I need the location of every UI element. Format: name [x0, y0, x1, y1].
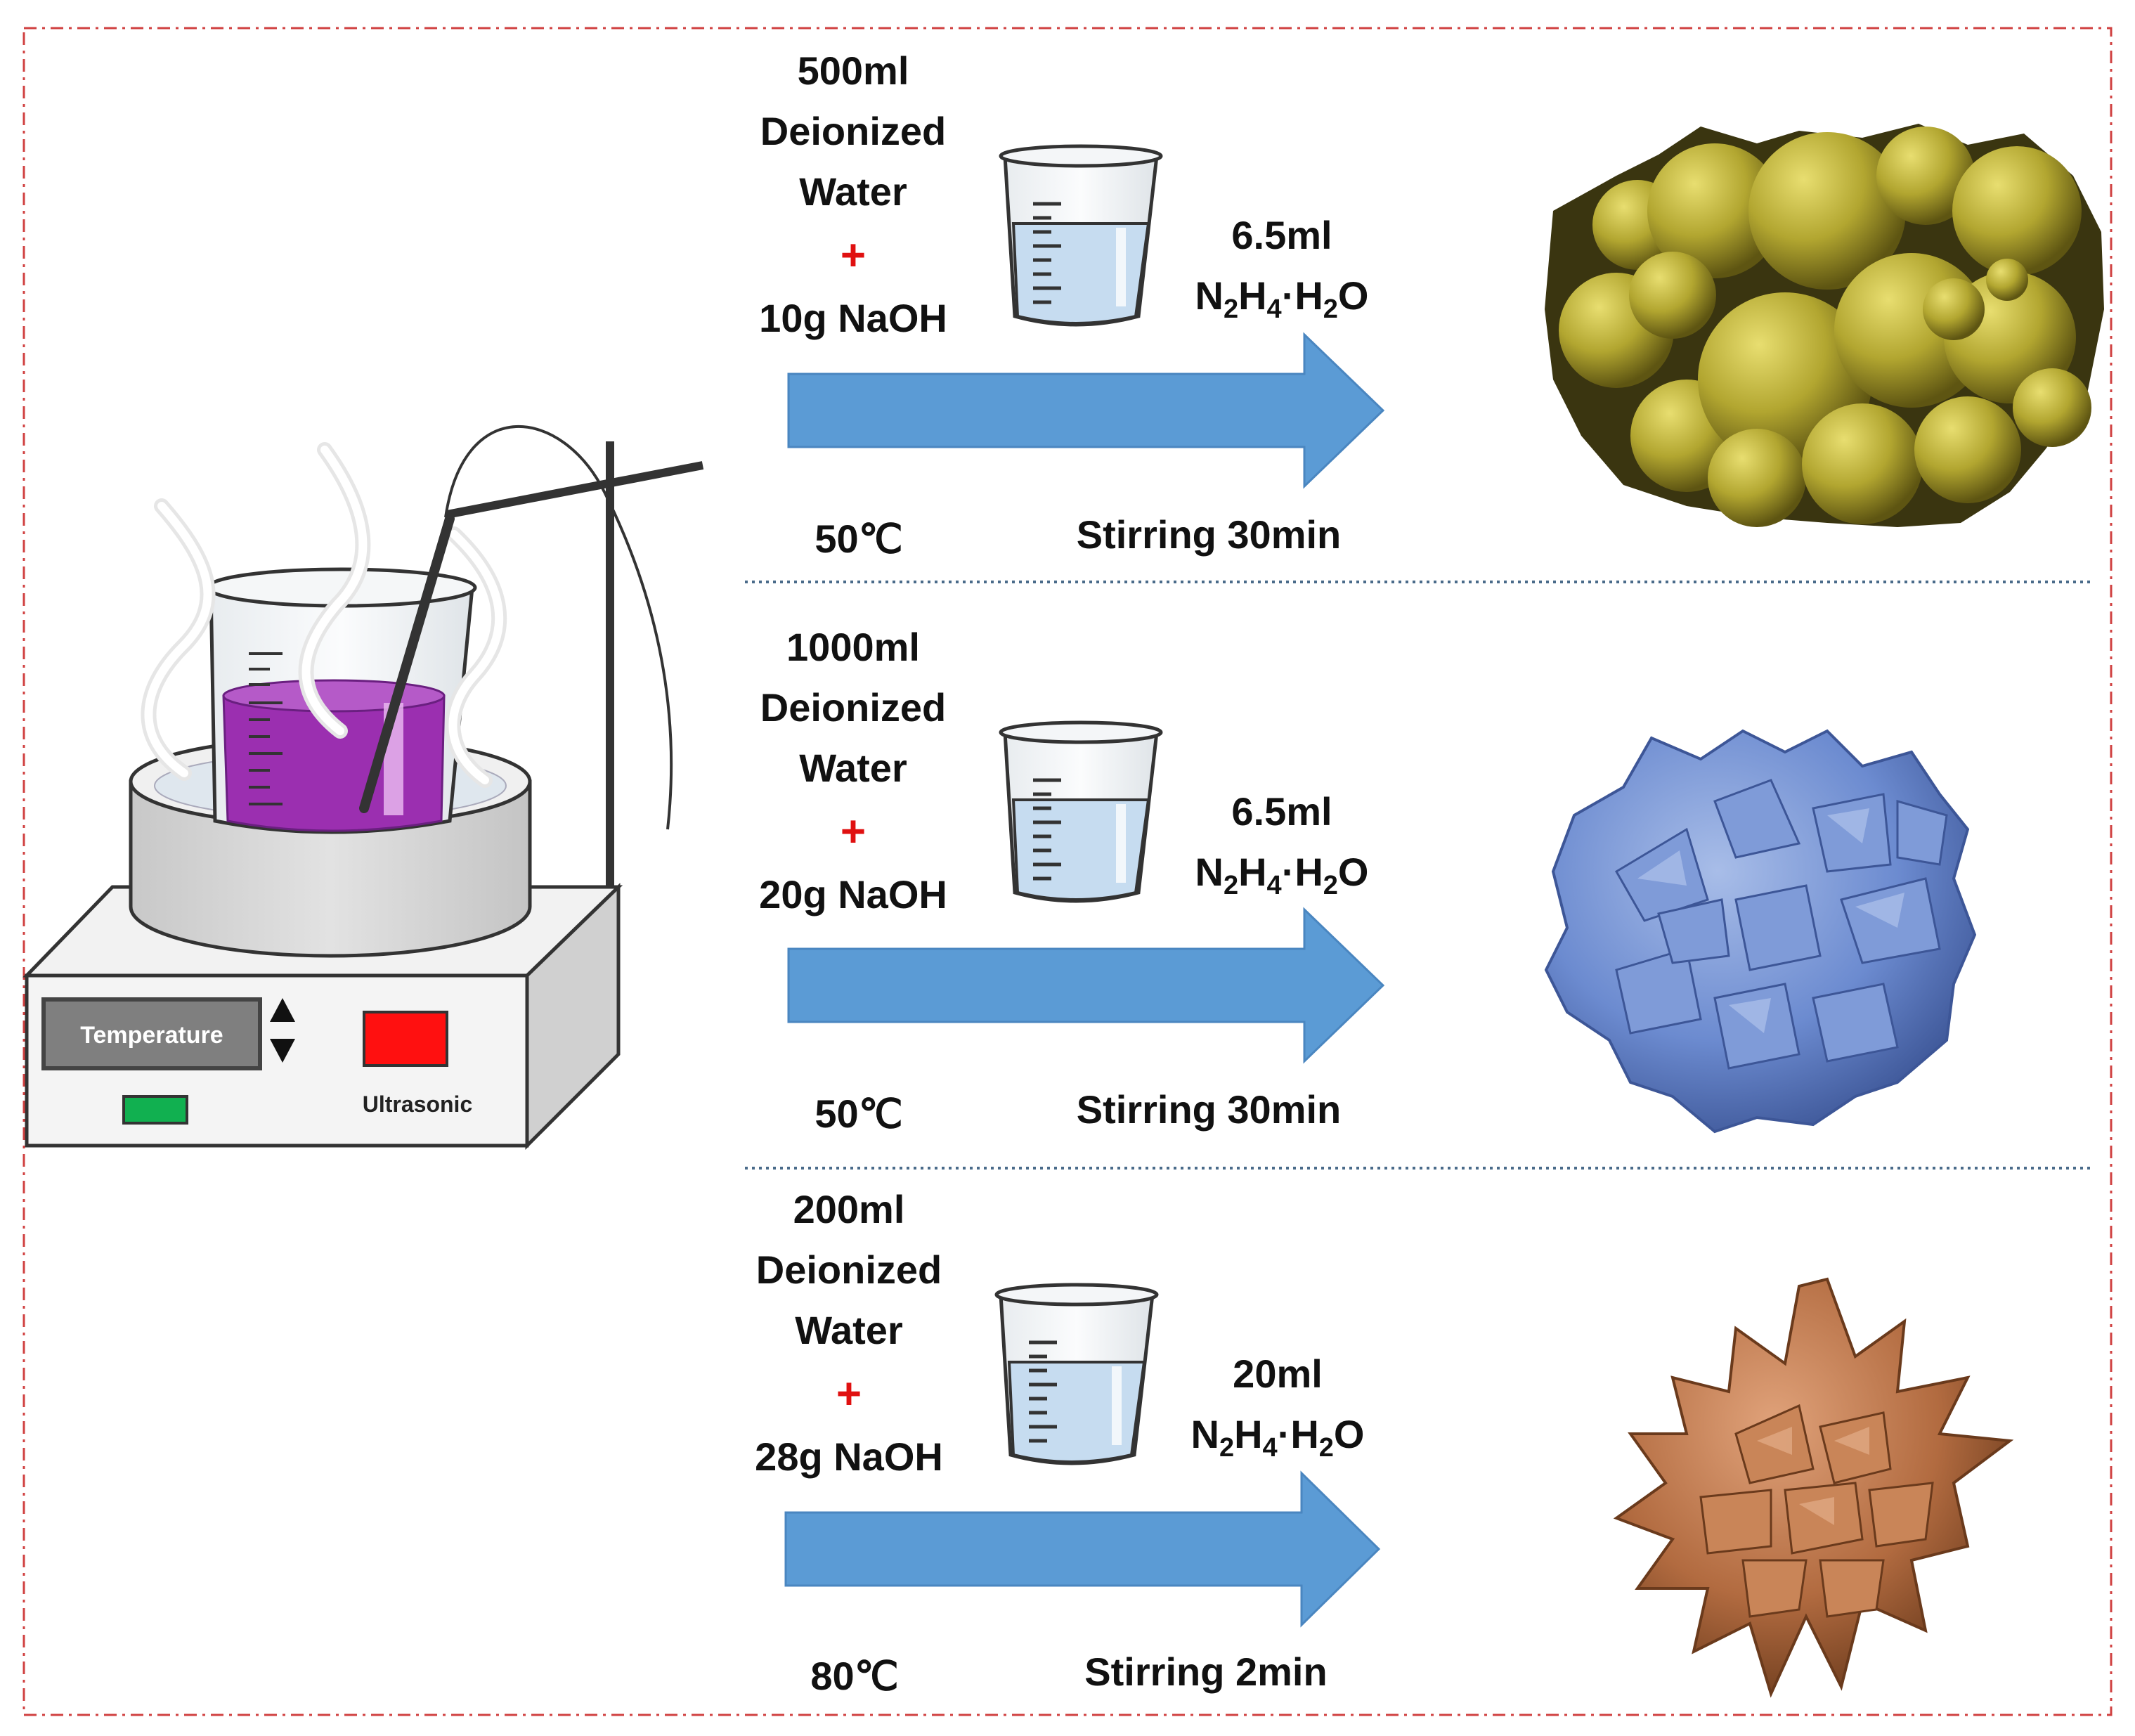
temperature-panel[interactable]: [41, 997, 262, 1070]
row-3: 200ml Deionized Water + 28g NaOH 20ml N2…: [755, 1187, 2014, 1698]
row2-plus-icon: +: [841, 808, 866, 856]
row3-stirring: Stirring 2min: [1084, 1650, 1327, 1694]
row2-beaker-icon: [999, 720, 1163, 903]
beaker-graduations: [249, 652, 283, 805]
row3-hydrazine-volume: 20ml: [1233, 1352, 1323, 1396]
row3-process-arrow: [784, 1470, 1381, 1628]
row1-beaker-icon: [999, 144, 1163, 327]
row2-temperature: 50℃: [815, 1092, 902, 1136]
stand-arm: [446, 461, 704, 519]
row2-naoh: 20g NaOH: [759, 872, 947, 916]
row2-water-line2: Water: [799, 746, 907, 790]
row1-naoh: 10g NaOH: [759, 296, 947, 340]
stirring-rod: [359, 514, 455, 813]
row3-plus-icon: +: [836, 1370, 862, 1418]
row2-water-volume: 1000ml: [786, 625, 920, 669]
row1-water-line1: Deionized: [760, 109, 946, 153]
temperature-down-icon[interactable]: [270, 1039, 295, 1063]
steam-wisps: [141, 442, 507, 788]
row1-temperature: 50℃: [815, 517, 902, 561]
ultrasonic-indicator-red[interactable]: [363, 1011, 448, 1067]
row2-hydrazine-formula: N2H4·H2O: [1195, 850, 1369, 900]
row1-water-line2: Water: [799, 169, 907, 214]
row2-water-line1: Deionized: [760, 685, 946, 730]
row3-naoh: 28g NaOH: [755, 1434, 943, 1479]
blue-flower-particle: [1544, 729, 1977, 1134]
row2-process-arrow: [787, 907, 1385, 1064]
row3-beaker-icon: [994, 1283, 1159, 1465]
row1-hydrazine-formula: N2H4·H2O: [1195, 273, 1369, 324]
temperature-label: Temperature: [80, 1022, 223, 1049]
power-indicator-green[interactable]: [122, 1095, 188, 1125]
outer-frame: [22, 27, 2113, 1716]
row1-plus-icon: +: [841, 231, 866, 280]
ultrasonic-label: Ultrasonic: [363, 1092, 472, 1117]
row1-hydrazine-volume: 6.5ml: [1231, 213, 1332, 257]
row1-process-arrow: [787, 332, 1385, 489]
row3-hydrazine-formula: N2H4·H2O: [1191, 1412, 1365, 1463]
row2-hydrazine-volume: 6.5ml: [1231, 789, 1332, 834]
row3-temperature: 80℃: [810, 1654, 898, 1698]
row3-water-line2: Water: [795, 1308, 903, 1352]
row1-stirring: Stirring 30min: [1077, 512, 1342, 557]
row-1: 500ml Deionized Water + 10g NaOH 6.5ml N…: [759, 48, 2104, 561]
ultrasonic-apparatus: Temperature Ultrasonic: [22, 425, 704, 1151]
brown-dendritic-particle: [1613, 1277, 2014, 1698]
temperature-up-icon[interactable]: [270, 998, 295, 1022]
yellow-spherical-particles: [1545, 124, 2104, 527]
row3-water-line1: Deionized: [756, 1248, 942, 1292]
row2-stirring: Stirring 30min: [1077, 1087, 1342, 1132]
row3-water-volume: 200ml: [793, 1187, 905, 1231]
row1-water-volume: 500ml: [798, 48, 909, 93]
row-2: 1000ml Deionized Water + 20g NaOH 6.5ml …: [759, 625, 1977, 1136]
power-wire: [444, 425, 673, 830]
